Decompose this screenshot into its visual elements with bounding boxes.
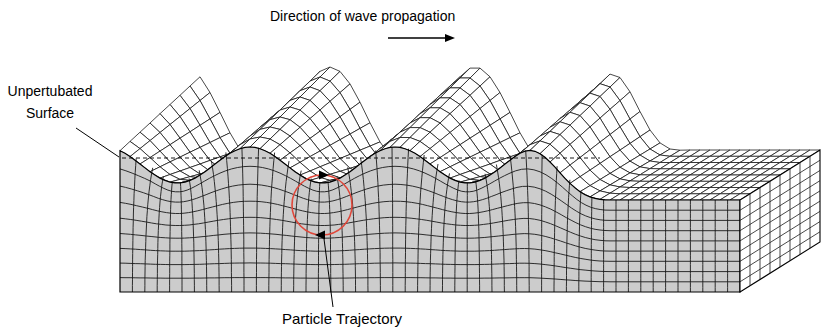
mesh-line	[120, 217, 740, 241]
mesh-line	[566, 180, 570, 292]
label-text: Direction of wave propagation	[270, 6, 455, 26]
mesh-line	[810, 156, 811, 248]
orbit-arrowhead	[319, 171, 329, 180]
mesh-line	[740, 170, 820, 220]
mesh-line	[740, 211, 820, 261]
mesh-line	[269, 153, 275, 292]
mesh-line	[510, 155, 517, 292]
mesh-line	[392, 147, 394, 292]
mesh-line	[690, 200, 691, 292]
mesh-line	[455, 180, 459, 292]
mesh-line	[653, 200, 654, 292]
mesh-line	[467, 183, 468, 292]
mesh-line	[740, 181, 820, 231]
mesh-line	[442, 173, 449, 292]
mesh-line	[579, 191, 581, 292]
mesh-line	[376, 151, 381, 293]
mesh-line	[740, 191, 820, 241]
orbit-circle	[292, 175, 352, 235]
mesh-line	[476, 181, 480, 292]
mesh-line	[603, 200, 604, 292]
mesh-line	[189, 178, 194, 292]
mesh-line	[554, 166, 557, 292]
deformed-mesh	[120, 67, 820, 292]
mesh-line	[715, 200, 716, 292]
mesh-line	[485, 174, 492, 292]
direction-arrow	[388, 37, 446, 38]
mesh-line	[418, 155, 425, 292]
mesh-line	[242, 148, 244, 292]
mesh-line	[665, 200, 666, 292]
mesh-line	[740, 222, 820, 272]
mesh-line	[702, 200, 703, 292]
leader-line	[324, 239, 333, 307]
mesh-line	[740, 201, 820, 251]
mesh-line	[348, 167, 356, 292]
mesh-line	[211, 161, 219, 292]
mesh-line	[628, 200, 629, 292]
mesh-line	[306, 179, 311, 292]
mesh-line	[170, 182, 173, 292]
mesh-line	[157, 177, 163, 293]
mesh-line	[496, 165, 504, 293]
front-face	[120, 147, 740, 292]
orbit-arrowhead	[315, 231, 325, 240]
mesh-line	[640, 200, 641, 292]
unperturbed-level-line	[122, 158, 600, 159]
mesh-line	[256, 148, 258, 292]
mesh-line	[120, 201, 740, 231]
mesh-line	[430, 164, 438, 292]
label-text: Particle Trajectory	[282, 309, 402, 329]
mesh-line	[180, 183, 182, 292]
mesh-line	[145, 168, 153, 292]
mesh-line	[318, 183, 319, 292]
mesh-line	[770, 181, 771, 273]
mesh-line	[800, 163, 801, 255]
mesh-line	[616, 200, 617, 292]
side-face	[740, 150, 820, 292]
mesh-line	[760, 188, 761, 280]
mesh-line	[281, 161, 289, 292]
leader-line	[76, 128, 119, 157]
front-face-outline	[120, 147, 740, 292]
mesh-line	[132, 158, 136, 292]
mesh-line	[591, 197, 593, 292]
mesh-line	[526, 150, 530, 292]
mesh-line	[750, 194, 751, 286]
mesh-line	[120, 184, 740, 220]
mesh-line	[740, 160, 820, 210]
mesh-line	[790, 169, 791, 261]
mesh-line	[727, 200, 728, 292]
mesh-line	[780, 175, 781, 267]
mesh-line	[361, 158, 368, 292]
mesh-line	[337, 176, 343, 292]
direction-arrowhead	[445, 34, 455, 42]
mesh-line	[740, 232, 820, 282]
mesh-line	[226, 152, 232, 292]
mesh-line	[678, 200, 679, 292]
label-text: Unpertubated Surface	[0, 80, 100, 124]
mesh-line	[541, 155, 543, 292]
mesh-line	[199, 170, 207, 292]
mesh-line	[120, 233, 740, 251]
mesh-line	[405, 149, 408, 292]
